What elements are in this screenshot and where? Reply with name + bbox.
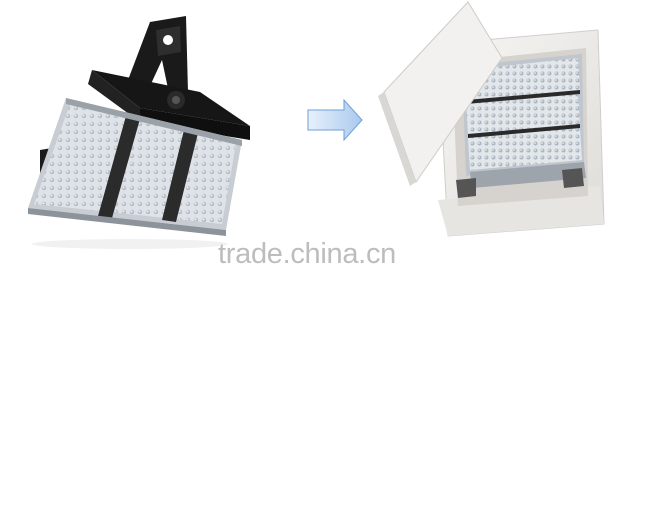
foam-box-icon	[378, 1, 605, 237]
watermark-text: trade.china.cn	[218, 238, 396, 270]
floodlight-icon	[28, 16, 250, 249]
arrow-right-icon	[307, 98, 363, 142]
